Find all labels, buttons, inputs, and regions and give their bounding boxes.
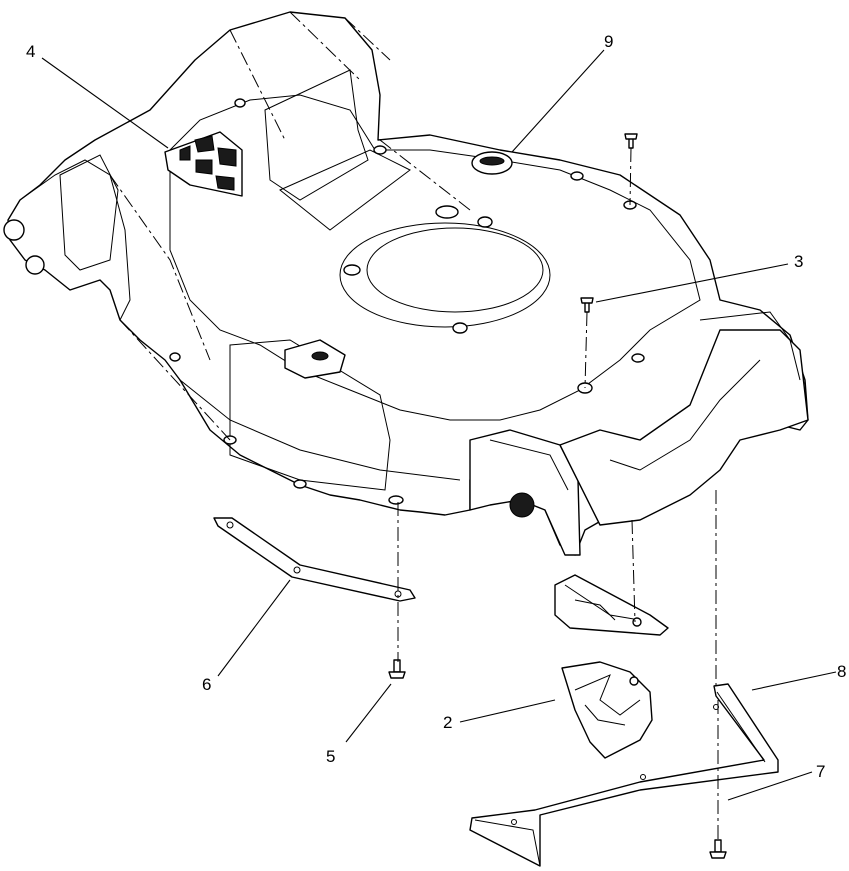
callout-7: 7 bbox=[816, 762, 825, 781]
baffle-upper bbox=[554, 574, 669, 636]
callout-2: 2 bbox=[443, 713, 452, 732]
screw-part-7 bbox=[709, 839, 727, 859]
screw-part-3 bbox=[580, 297, 594, 313]
screw-part-5 bbox=[388, 659, 406, 679]
callout-8: 8 bbox=[837, 662, 846, 681]
assembly-lines bbox=[109, 11, 719, 840]
callout-6: 6 bbox=[202, 675, 211, 694]
warning-decal bbox=[164, 131, 243, 197]
callout-4: 4 bbox=[26, 42, 35, 61]
front-skid-plate bbox=[213, 517, 416, 602]
callout-labels: 4 9 3 6 5 2 8 7 bbox=[26, 32, 846, 781]
screw-top bbox=[624, 133, 638, 149]
leader-lines bbox=[41, 49, 837, 801]
baffle-part-2 bbox=[561, 661, 653, 759]
mower-deck-housing bbox=[3, 11, 809, 556]
callout-9: 9 bbox=[604, 32, 613, 51]
rear-skid-plate bbox=[469, 683, 779, 867]
callout-3: 3 bbox=[794, 252, 803, 271]
callout-5: 5 bbox=[326, 747, 335, 766]
